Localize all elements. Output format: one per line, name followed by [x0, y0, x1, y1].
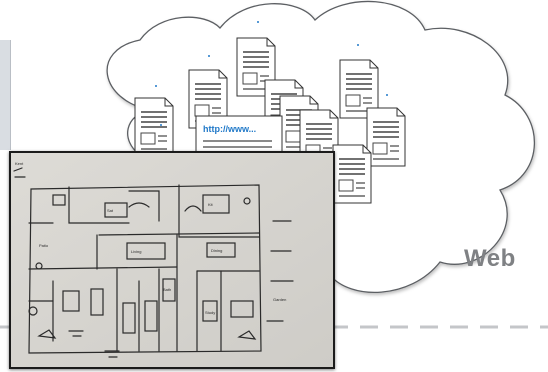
svg-text:Kent: Kent [15, 161, 24, 166]
document-icon [134, 97, 174, 157]
svg-text:Kit: Kit [208, 202, 214, 207]
document-icon [332, 144, 372, 204]
svg-text:Dining: Dining [211, 248, 222, 253]
svg-text:Study: Study [205, 310, 215, 315]
svg-text:Garden: Garden [273, 297, 286, 302]
web-label: Web [464, 245, 516, 272]
svg-text:Patio: Patio [39, 243, 49, 248]
document-icon [366, 107, 406, 167]
floor-plan-sketch: Kent Sat Kit Living Dining Study Bath Pa… [9, 151, 335, 369]
left-edge-panel [0, 40, 11, 150]
svg-text:Living: Living [131, 249, 141, 254]
hand-drawn-floor-plan-icon: Kent Sat Kit Living Dining Study Bath Pa… [11, 153, 333, 367]
url-text: http://www... [203, 124, 256, 134]
svg-text:Bath: Bath [163, 287, 171, 292]
url-box: http://www... [195, 115, 283, 157]
svg-text:Sat: Sat [107, 208, 114, 213]
